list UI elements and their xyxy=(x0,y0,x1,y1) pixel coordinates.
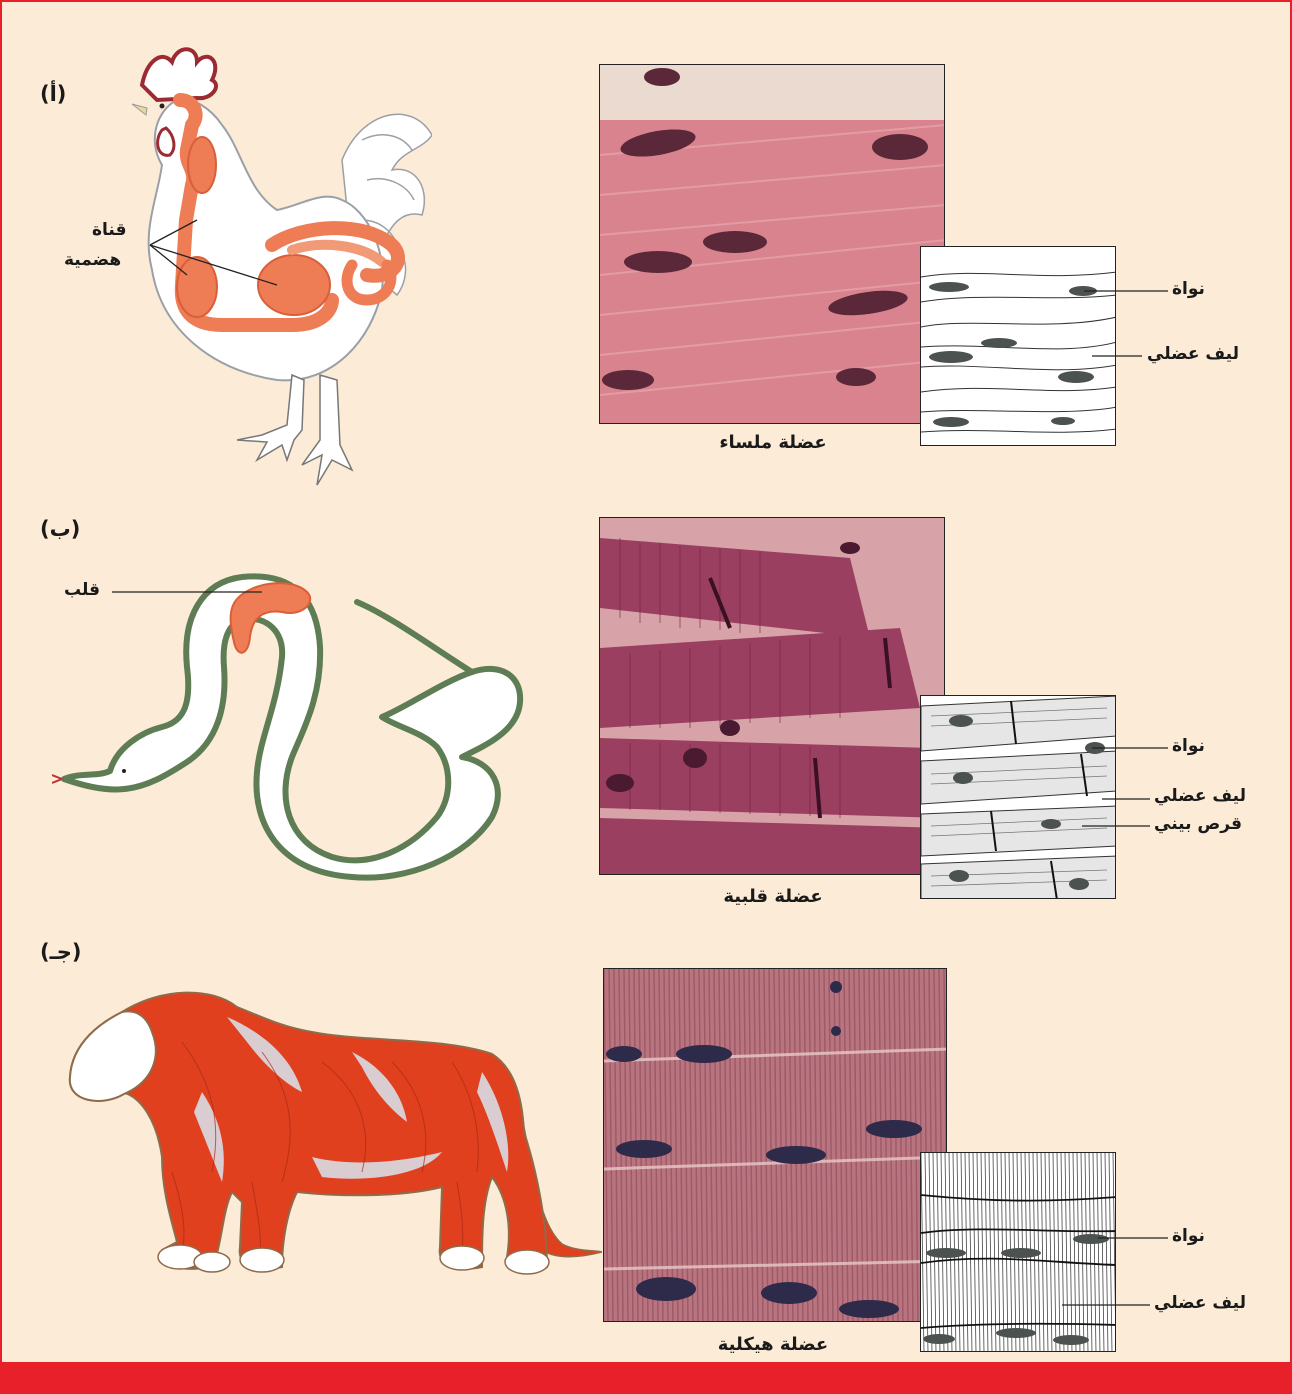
rooster-comb xyxy=(142,49,216,100)
bottom-red-bar xyxy=(2,1362,1290,1394)
panel-b-letter: (ب) xyxy=(40,517,80,542)
panel-c-fiber-label: ليف عضلي xyxy=(1154,1293,1246,1313)
snake-body xyxy=(64,576,520,877)
skeletal-muscle-drawing xyxy=(920,1152,1116,1352)
skeletal-muscle-micrograph xyxy=(603,968,947,1322)
smooth-muscle-caption: عضلة ملساء xyxy=(688,432,858,454)
cardiac-muscle-micrograph xyxy=(599,517,945,875)
cardiac-muscle-drawing xyxy=(920,695,1116,899)
panel-b-fiber-label: ليف عضلي xyxy=(1154,786,1246,806)
panel-a-fiber-label: ليف عضلي xyxy=(1147,344,1239,364)
panel-a-nucleus-label: نواة xyxy=(1172,279,1205,299)
heart-label: قلب xyxy=(64,580,100,600)
smooth-muscle-drawing xyxy=(920,246,1116,446)
cardiac-muscle-caption: عضلة قلبية xyxy=(688,886,858,908)
panel-b-nucleus-label: نواة xyxy=(1172,736,1205,756)
rooster-legs xyxy=(237,375,352,485)
snake-icon xyxy=(52,557,532,887)
panel-c-nucleus-label: نواة xyxy=(1172,1226,1205,1246)
intercalated-disc-label: قرص بيني xyxy=(1154,814,1242,834)
panel-c-letter: (جـ) xyxy=(40,940,82,965)
skeletal-muscle-caption: عضلة هيكلية xyxy=(688,1334,858,1356)
digestive-tract-label-line1: قناة xyxy=(92,220,127,240)
lion-icon xyxy=(62,982,602,1287)
smooth-muscle-micrograph xyxy=(599,64,945,424)
digestive-tract-label-line2: هضمية xyxy=(64,250,121,270)
